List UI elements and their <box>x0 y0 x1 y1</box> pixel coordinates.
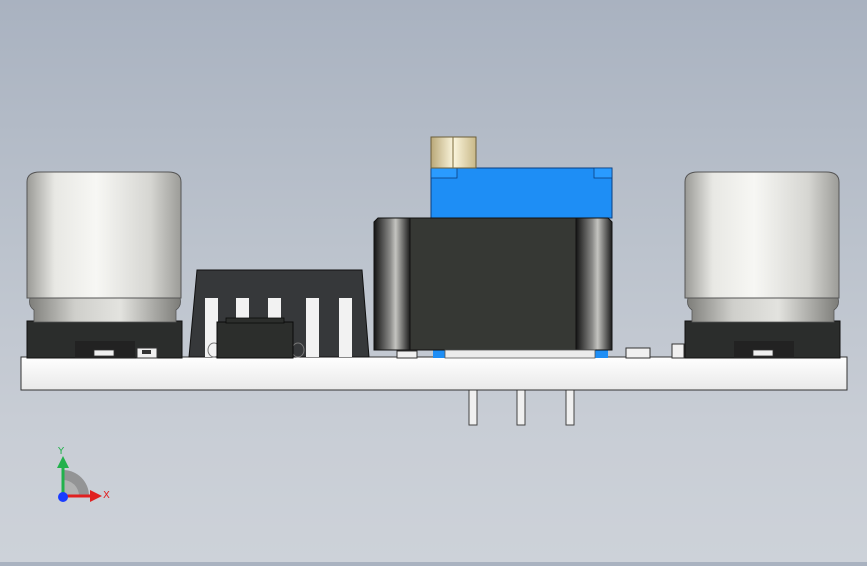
capacitor-left[interactable] <box>26 171 183 359</box>
smd-components <box>136 343 685 359</box>
axis-z-dot <box>58 492 68 502</box>
axis-x-label: X <box>103 490 110 501</box>
inductor[interactable] <box>373 217 613 359</box>
coordinate-triad[interactable]: Y X <box>57 446 110 502</box>
pcb-board[interactable] <box>20 356 848 391</box>
regulator-ic[interactable] <box>216 317 294 359</box>
capacitor-right[interactable] <box>684 171 841 359</box>
axis-y-arrow <box>57 456 69 496</box>
potentiometer[interactable] <box>430 167 613 358</box>
header-pins <box>468 389 575 426</box>
potentiometer-knob[interactable] <box>430 136 477 169</box>
axis-y-label: Y <box>57 446 65 457</box>
